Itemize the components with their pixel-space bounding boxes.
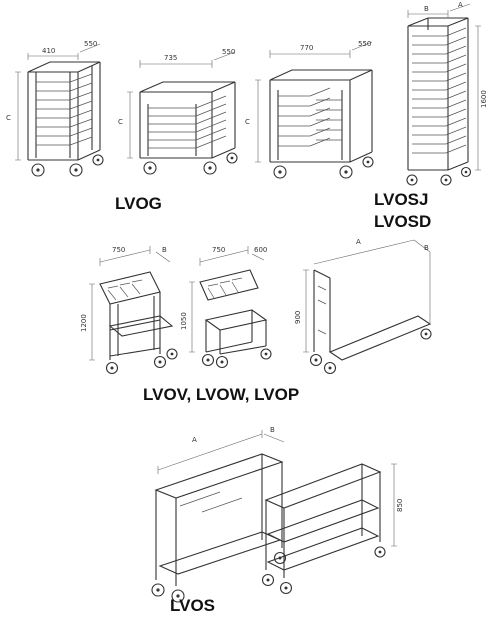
cart-lvos-front: A B — [151, 426, 287, 603]
tray-runners — [412, 27, 467, 154]
dim-lvog-width: 410 — [42, 47, 55, 55]
cart-lvop: A B 900 — [294, 238, 432, 375]
tray-runners — [148, 95, 227, 149]
dim-lvos-a: A — [192, 436, 197, 444]
label-lvov-lvow-lvop: LVOV, LVOW, LVOP — [143, 385, 300, 404]
dim-flat-b: B — [424, 244, 429, 252]
dim-lvov-height: 1200 — [80, 314, 88, 332]
dim-cart2-depth: 550 — [222, 48, 235, 56]
cart-lvos-back: 850 — [261, 463, 404, 595]
dim-cart3-depth: 550 — [358, 40, 371, 48]
dim-tall-a: A — [458, 1, 463, 9]
cart-lvow: 750 600 1050 — [180, 246, 272, 369]
label-lvog: LVOG — [115, 194, 162, 213]
dim-tall-b: B — [424, 5, 429, 13]
cart-lvog: 410 550 C — [6, 40, 104, 177]
cart-wide-single: 735 550 C — [118, 48, 238, 175]
dim-lvog-depth: 550 — [84, 40, 97, 48]
cart-wide-double: 770 550 C — [245, 40, 374, 179]
tray-runners — [36, 73, 93, 146]
cart-lvosj-lvosd: B A 1600 — [406, 1, 488, 186]
dim-flat-a: A — [356, 238, 361, 246]
dim-cart2-width: 735 — [164, 54, 177, 62]
dim-lvog-height: C — [6, 114, 11, 122]
dim-lvos-height: 850 — [396, 499, 404, 512]
dim-flat-height: 900 — [294, 311, 302, 324]
dim-lvow-height: 1050 — [180, 312, 188, 330]
dim-lvow-depth: 600 — [254, 246, 267, 254]
label-lvosd: LVOSD — [374, 212, 432, 231]
dim-cart2-height: C — [118, 118, 123, 126]
tray-runners — [278, 87, 342, 147]
dim-lvov-b: B — [162, 246, 167, 254]
label-lvosj: LVOSJ — [374, 190, 429, 209]
dim-cart3-width: 770 — [300, 44, 313, 52]
dim-lvos-b: B — [270, 426, 275, 434]
dim-lvow-width: 750 — [212, 246, 225, 254]
cart-lvov: 750 B 1200 — [80, 246, 178, 375]
dim-cart3-height: C — [245, 118, 250, 126]
label-lvos: LVOS — [170, 596, 216, 615]
dim-tall-height: 1600 — [480, 90, 488, 108]
dim-lvov-width: 750 — [112, 246, 125, 254]
